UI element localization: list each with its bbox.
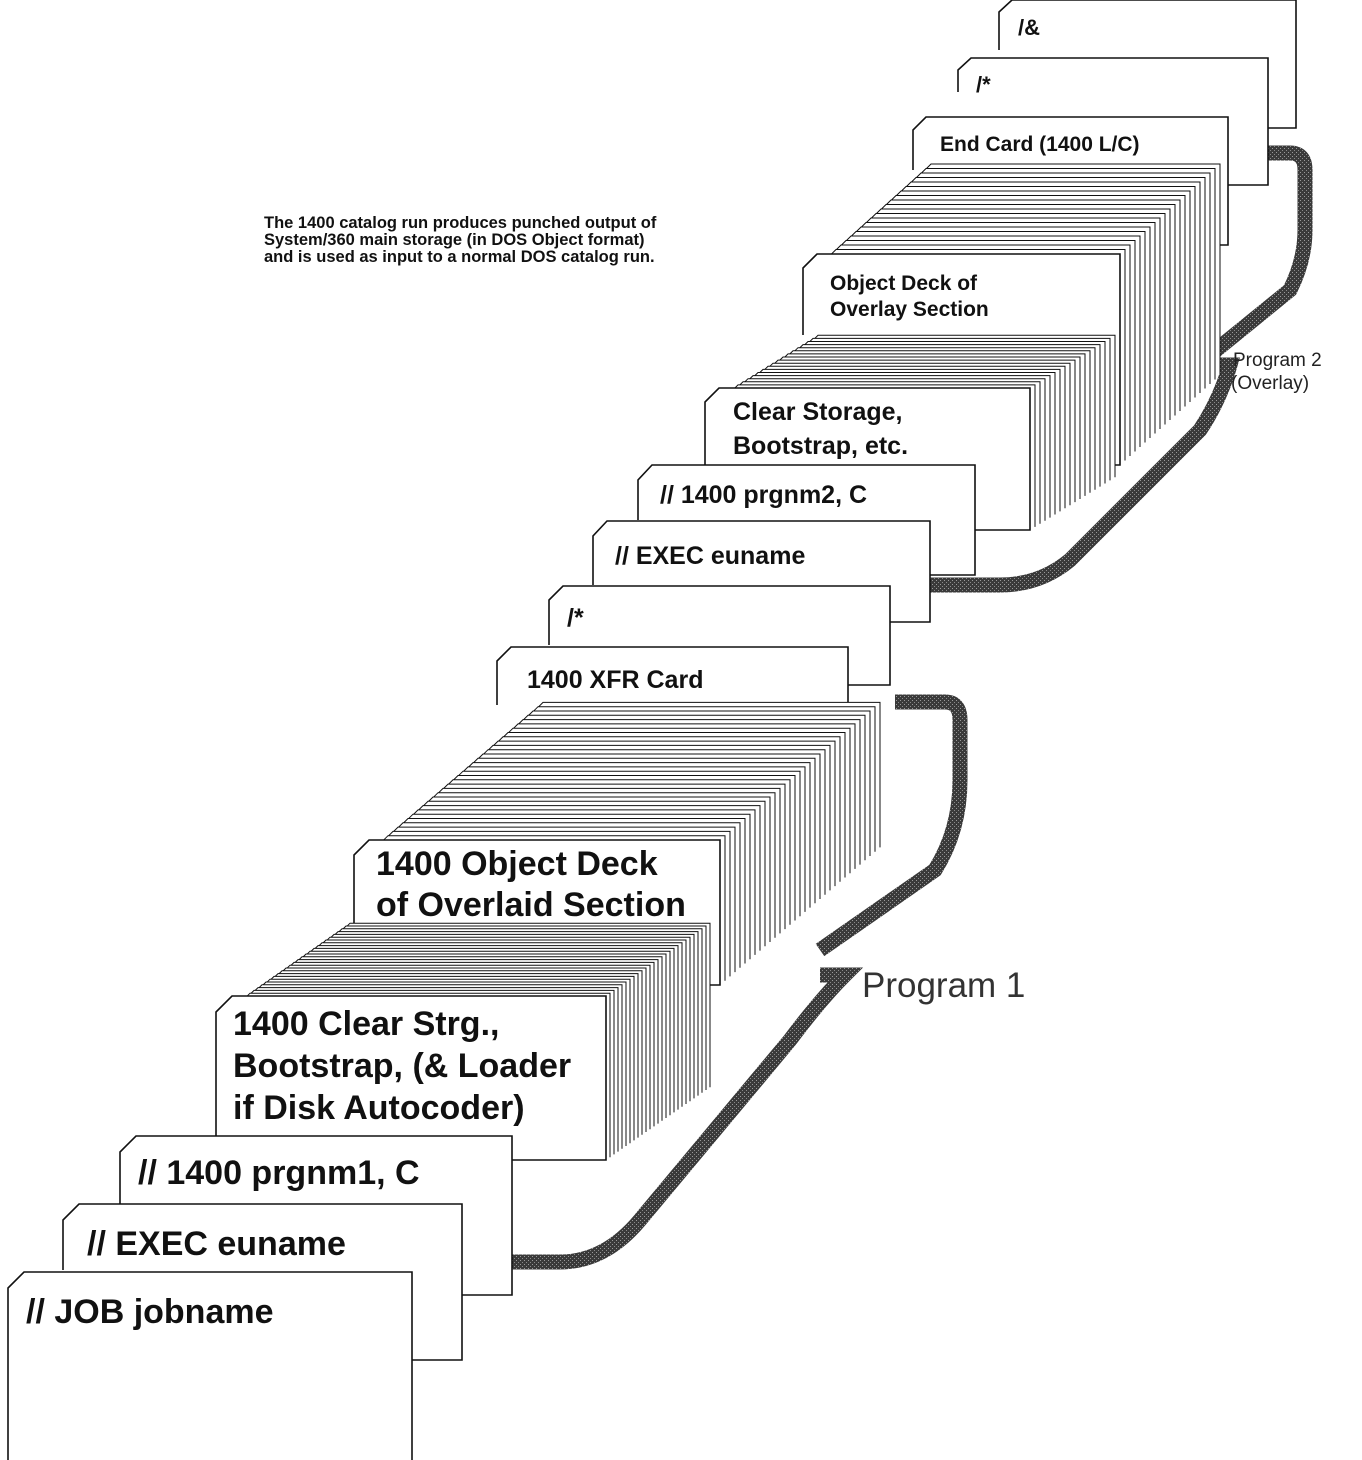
svg-text:/&: /& — [1018, 15, 1040, 40]
svg-text:/*: /* — [567, 604, 584, 632]
svg-text:Object Deck of: Object Deck of — [830, 272, 978, 295]
caption-line: and is used as input to a normal DOS cat… — [264, 248, 655, 266]
caption: The 1400 catalog run produces punched ou… — [264, 215, 684, 266]
svg-text:1400 Object Deck: 1400 Object Deck — [376, 845, 658, 883]
svg-text:// 1400 prgnm1, C: // 1400 prgnm1, C — [138, 1154, 420, 1192]
svg-text:if Disk Autocoder): if Disk Autocoder) — [233, 1089, 525, 1127]
svg-text:of Overlaid Section: of Overlaid Section — [376, 886, 686, 924]
svg-text:Bootstrap, etc.: Bootstrap, etc. — [733, 432, 908, 460]
svg-text:Overlay Section: Overlay Section — [830, 298, 989, 321]
svg-text:End Card (1400 L/C): End Card (1400 L/C) — [940, 133, 1140, 156]
svg-text:Clear Storage,: Clear Storage, — [733, 398, 903, 426]
svg-text:1400 Clear Strg.,: 1400 Clear Strg., — [233, 1005, 499, 1043]
svg-text:/*: /* — [976, 72, 991, 97]
deck-clear-strg: 1400 Clear Strg., Bootstrap, (& Loader i… — [215, 922, 711, 1161]
program-1-band — [460, 694, 968, 1270]
svg-text:Bootstrap, (& Loader: Bootstrap, (& Loader — [233, 1047, 571, 1085]
caption-line: System/360 main storage (in DOS Object f… — [264, 231, 645, 249]
program-2-sublabel: (Overlay) — [1231, 373, 1309, 394]
program-2-band — [930, 145, 1313, 593]
svg-text:// 1400 prgnm2, C: // 1400 prgnm2, C — [660, 481, 867, 509]
svg-text:1400 XFR Card: 1400 XFR Card — [527, 666, 703, 694]
program-1-label: Program 1 — [862, 966, 1025, 1005]
svg-text:// EXEC euname: // EXEC euname — [87, 1225, 346, 1263]
program-2-label: Program 2 — [1233, 350, 1322, 371]
deck-clear-storage: Clear Storage, Bootstrap, etc. — [704, 334, 1116, 531]
svg-text:// EXEC euname: // EXEC euname — [615, 542, 805, 570]
caption-line: The 1400 catalog run produces punched ou… — [264, 214, 657, 232]
card-job: // JOB jobname — [7, 1271, 413, 1460]
svg-text:// JOB jobname: // JOB jobname — [26, 1293, 274, 1331]
